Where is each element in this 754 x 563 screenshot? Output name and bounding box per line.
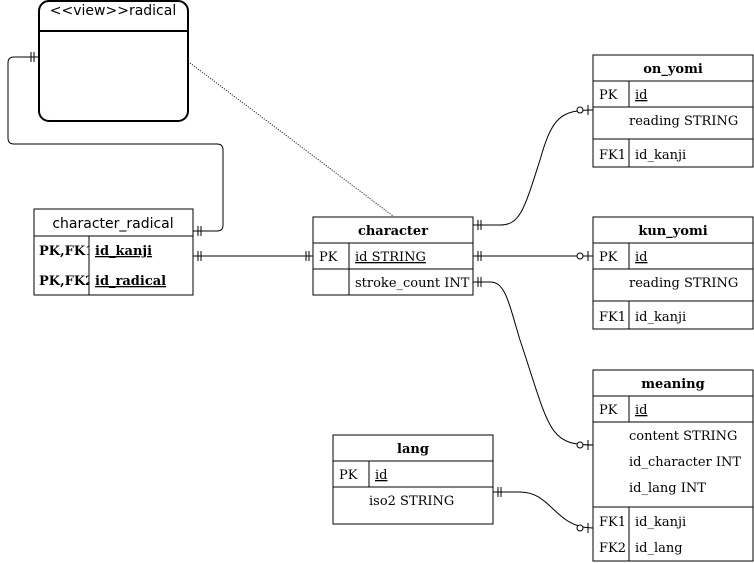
kun-yomi-entity[interactable]: kun_yomi PK id reading STRING FK1 id_kan… bbox=[592, 216, 754, 330]
view-radical-link bbox=[7, 56, 224, 232]
mark-view-one bbox=[30, 52, 35, 62]
meaning-pk-key: PK bbox=[599, 403, 618, 418]
lang-attr: iso2 STRING bbox=[369, 494, 454, 509]
character-on-yomi-link bbox=[473, 109, 594, 226]
character-radical-entity[interactable]: character_radical PK,FK1 PK,FK2 id_kanji… bbox=[33, 208, 194, 296]
meaning-attr-0: content STRING bbox=[629, 429, 737, 444]
on-yomi-title: on_yomi bbox=[643, 62, 703, 77]
character-entity[interactable]: character PK id STRING stroke_count INT bbox=[312, 216, 474, 296]
connectors bbox=[7, 52, 594, 533]
mark-char-radical-one bbox=[305, 251, 310, 261]
character-meaning-link bbox=[473, 281, 594, 446]
kun-yomi-fk-key: FK1 bbox=[599, 310, 626, 325]
meaning-title: meaning bbox=[641, 377, 704, 392]
on-yomi-entity[interactable]: on_yomi PK id reading STRING FK1 id_kanj… bbox=[592, 54, 754, 168]
character-attr: stroke_count INT bbox=[355, 276, 470, 291]
character-radical-row-0-name: id_kanji bbox=[95, 244, 152, 259]
mark-char-onyomi-one bbox=[477, 220, 482, 230]
mark-onyomi-zero-circle bbox=[576, 106, 584, 114]
mark-char-meaning-one bbox=[477, 277, 482, 287]
view-radical-title: <<view>>radical bbox=[50, 3, 176, 19]
lang-pk-key: PK bbox=[339, 468, 358, 483]
on-yomi-fk-key: FK1 bbox=[599, 148, 626, 163]
mark-lang-meaning-one bbox=[497, 487, 502, 497]
character-title: character bbox=[358, 224, 428, 239]
meaning-fk-0-key: FK1 bbox=[599, 515, 626, 530]
character-pk-name: id STRING bbox=[355, 250, 426, 265]
mark-radical-view-one bbox=[197, 226, 202, 236]
kun-yomi-attr: reading STRING bbox=[629, 276, 738, 291]
lang-title: lang bbox=[397, 442, 429, 457]
meaning-fk-1-key: FK2 bbox=[599, 541, 626, 556]
on-yomi-pk-name: id bbox=[635, 88, 647, 103]
character-pk-key: PK bbox=[319, 250, 338, 265]
lang-pk-name: id bbox=[375, 468, 387, 483]
on-yomi-fk-name: id_kanji bbox=[635, 148, 686, 163]
mark-meaning-zero-circle bbox=[576, 441, 584, 449]
on-yomi-pk-key: PK bbox=[599, 88, 618, 103]
meaning-attr-2: id_lang INT bbox=[629, 481, 706, 496]
kun-yomi-pk-key: PK bbox=[599, 250, 618, 265]
character-radical-row-0-key: PK,FK1 bbox=[39, 244, 94, 259]
character-radical-row-1-key: PK,FK2 bbox=[39, 274, 94, 289]
mark-meaning-lang-zero-circle bbox=[576, 524, 584, 532]
meaning-fk-0-name: id_kanji bbox=[635, 515, 686, 530]
meaning-entity[interactable]: meaning PK id content STRING id_characte… bbox=[592, 369, 754, 562]
meaning-attr-1: id_character INT bbox=[629, 455, 741, 470]
character-radical-title: character_radical bbox=[52, 216, 173, 232]
meaning-pk-name: id bbox=[635, 403, 647, 418]
kun-yomi-pk-name: id bbox=[635, 250, 647, 265]
mark-kunyomi-zero-circle bbox=[576, 252, 584, 260]
kun-yomi-title: kun_yomi bbox=[638, 224, 707, 239]
view-radical-entity[interactable]: <<view>>radical bbox=[38, 0, 189, 122]
meaning-fk-1-name: id_lang bbox=[635, 541, 683, 556]
lang-entity[interactable]: lang PK id iso2 STRING bbox=[332, 434, 494, 525]
mark-radical-char-one bbox=[197, 251, 202, 261]
character-radical-row-1-name: id_radical bbox=[95, 274, 166, 289]
mark-char-kunyomi-one bbox=[477, 251, 482, 261]
on-yomi-attr: reading STRING bbox=[629, 114, 738, 129]
kun-yomi-fk-name: id_kanji bbox=[635, 310, 686, 325]
lang-meaning-link bbox=[493, 491, 594, 529]
view-character-dotted-link bbox=[189, 62, 394, 217]
